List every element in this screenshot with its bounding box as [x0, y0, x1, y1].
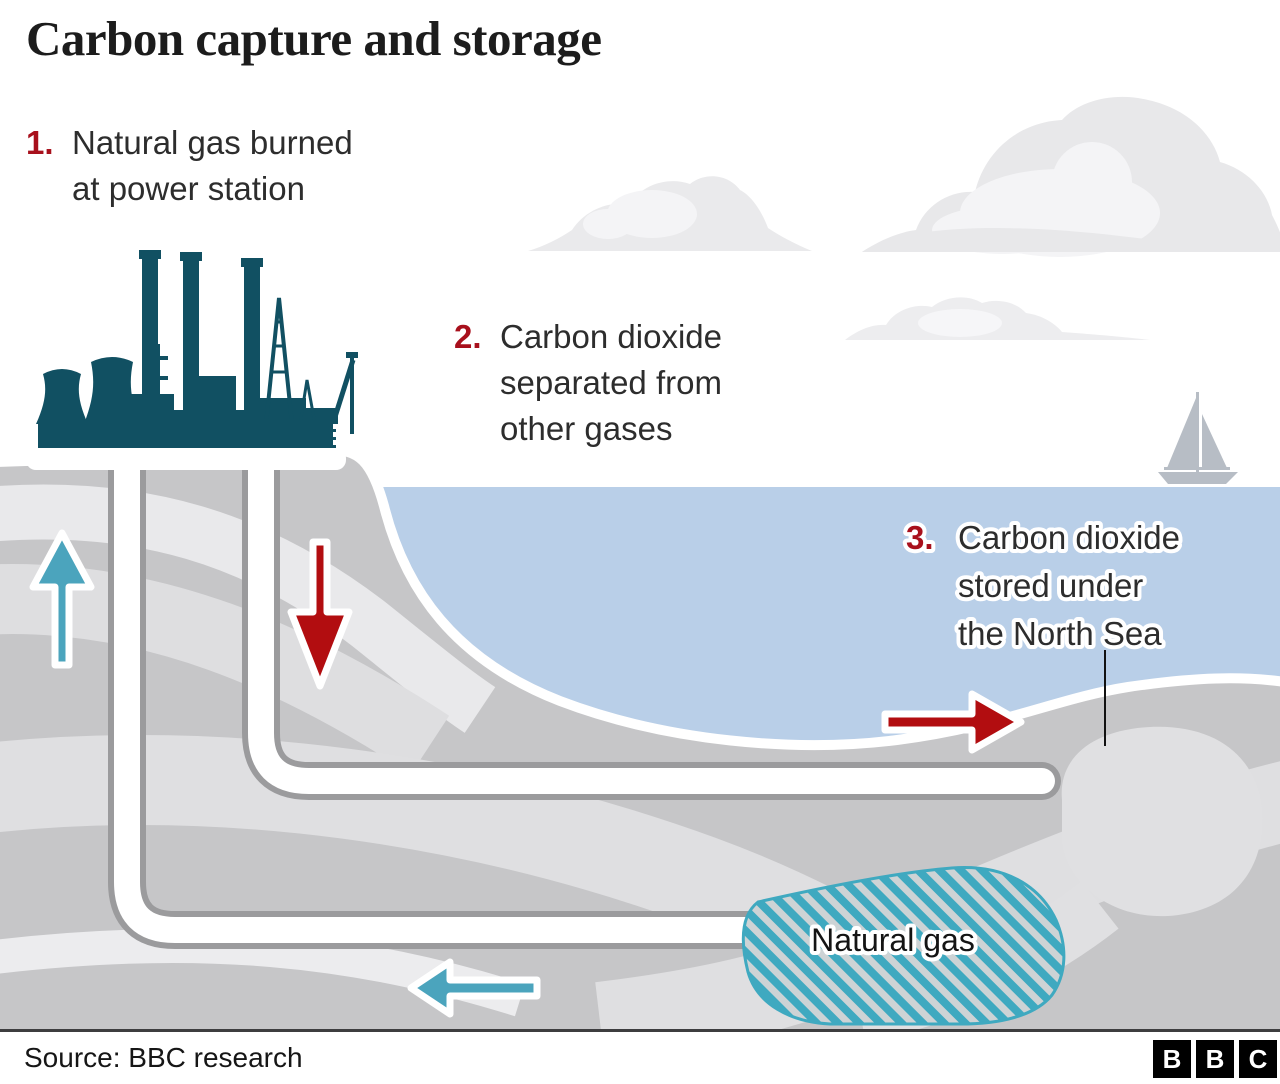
step-1-number: 1. — [26, 124, 54, 161]
step-3-label: 3. Carbon dioxide stored under the North… — [902, 515, 1184, 656]
step-3-line-3: the North Sea — [958, 615, 1162, 652]
power-station-icon — [26, 250, 358, 470]
step-1-line-2: at power station — [72, 170, 305, 207]
bbc-logo-block: C — [1239, 1040, 1277, 1078]
natural-gas-label: Natural gas — [811, 922, 975, 958]
co2-storage-right-arrow-icon — [881, 690, 1025, 754]
sea — [366, 487, 1280, 745]
bbc-logo: B B C — [1153, 1040, 1277, 1078]
step-1-label: 1. Natural gas burned at power station — [26, 120, 353, 212]
bbc-logo-block: B — [1196, 1040, 1234, 1078]
step-2-line-1: Carbon dioxide — [500, 318, 722, 355]
step-2-line-2: separated from — [500, 364, 722, 401]
gas-up-arrow-icon — [29, 529, 95, 669]
step-2-number: 2. — [454, 318, 482, 355]
seabed-outline — [0, 445, 1280, 751]
natural-gas-left-arrow-icon — [407, 958, 541, 1018]
co2-pipe — [242, 431, 1061, 800]
carbon-capture-diagram: 3. Carbon dioxide stored under the North… — [0, 97, 1280, 1029]
natural-gas-reservoir — [741, 866, 1066, 1026]
source-credit: Source: BBC research — [24, 1042, 303, 1073]
platform — [26, 448, 346, 470]
cloud-icon — [862, 97, 1280, 257]
step-2-label: 2. Carbon dioxide separated from other g… — [454, 314, 722, 452]
step-2-line-3: other gases — [500, 410, 673, 447]
step-3-number: 3. — [906, 519, 934, 556]
step-3-line-2: stored under — [958, 567, 1143, 604]
sailboat-icon — [1158, 392, 1238, 484]
cloud-icon — [845, 297, 1150, 340]
co2-down-arrow-icon — [287, 538, 353, 690]
bbc-logo-block: B — [1153, 1040, 1191, 1078]
step-3-line-1: Carbon dioxide — [958, 519, 1180, 556]
step-1-line-1: Natural gas burned — [72, 124, 353, 161]
footer: Source: BBC research B B C — [0, 1029, 1280, 1084]
natural-gas-pipe — [108, 431, 771, 949]
page-title: Carbon capture and storage — [26, 11, 602, 66]
cloud-icon — [528, 176, 812, 251]
